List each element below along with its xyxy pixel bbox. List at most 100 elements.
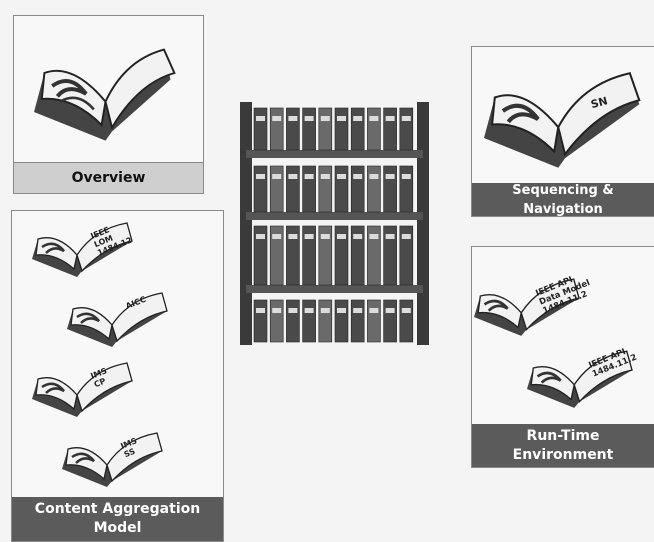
shelf-book xyxy=(399,107,414,151)
shelf-book xyxy=(334,225,349,286)
shelf-book xyxy=(253,299,268,343)
shelf-book xyxy=(302,299,316,343)
shelf-book-label xyxy=(337,234,346,239)
sequencing-navigation-panel[interactable]: SN Sequencing & Navigation xyxy=(471,46,654,217)
shelf-book-label xyxy=(353,116,363,121)
shelf-book-label xyxy=(304,308,314,313)
sn-book-text: SN xyxy=(589,94,609,111)
shelf-book-label xyxy=(288,308,298,313)
shelf-book xyxy=(286,107,300,151)
shelf-book-label xyxy=(272,116,282,121)
shelf-book-label xyxy=(385,116,395,121)
shelf-book xyxy=(399,165,414,213)
shelf-book xyxy=(302,107,316,151)
shelf-book xyxy=(253,165,268,213)
shelf-book-label xyxy=(256,308,265,313)
shelf-book xyxy=(350,225,365,286)
shelf-book-label xyxy=(320,116,330,121)
shelf-book-label xyxy=(369,174,379,179)
shelf-book-label xyxy=(385,174,395,179)
shelf-book xyxy=(350,165,365,213)
shelf-book xyxy=(383,165,397,213)
shelf-book-label xyxy=(369,234,379,239)
shelf-book xyxy=(399,299,414,343)
shelf-book xyxy=(399,225,414,286)
shelf-book-label xyxy=(401,116,411,121)
shelf-book xyxy=(269,165,284,213)
shelf-book xyxy=(334,165,349,213)
shelf-book-label xyxy=(401,174,411,179)
shelf-book xyxy=(383,299,397,343)
shelf-book-label xyxy=(272,174,282,179)
shelf-book-label xyxy=(256,174,265,179)
overview-label: Overview xyxy=(14,162,203,193)
shelf-book xyxy=(269,107,284,151)
shelf-book xyxy=(383,225,397,286)
shelf-book xyxy=(253,107,268,151)
shelf-book xyxy=(286,299,300,343)
shelf-book-label xyxy=(288,116,298,121)
shelf-book-label xyxy=(256,234,265,239)
shelf-book-label xyxy=(353,174,363,179)
shelf-book-label xyxy=(320,234,330,239)
sequencing-navigation-label: Sequencing & Navigation xyxy=(472,183,654,216)
shelf-book xyxy=(367,225,381,286)
shelf-books xyxy=(253,107,414,343)
shelf-book xyxy=(367,107,381,151)
shelf-book xyxy=(286,225,300,286)
shelf-book-label xyxy=(320,308,330,313)
shelf-book-label xyxy=(337,174,346,179)
shelf-book xyxy=(350,107,365,151)
shelf-book xyxy=(302,225,316,286)
content-aggregation-label: Content Aggregation Model xyxy=(12,497,223,541)
book-icon: AICC xyxy=(67,292,168,347)
shelf-book xyxy=(269,225,284,286)
shelf-book xyxy=(334,299,349,343)
shelf-book-label xyxy=(353,308,363,313)
shelf-book xyxy=(318,165,333,213)
shelf-book xyxy=(334,107,349,151)
shelf-book xyxy=(367,299,381,343)
shelf-book-label xyxy=(337,116,346,121)
shelf-book-label xyxy=(304,174,314,179)
shelf-book xyxy=(318,225,333,286)
overview-book-icon xyxy=(34,48,176,141)
shelf-book xyxy=(286,165,300,213)
shelf-book xyxy=(350,299,365,343)
run-time-environment-label: Run-Time Environment xyxy=(472,424,654,467)
shelf-book xyxy=(318,299,333,343)
shelf-book xyxy=(383,107,397,151)
shelf-book xyxy=(367,165,381,213)
shelf-book-label xyxy=(288,174,298,179)
shelf-book-label xyxy=(369,116,379,121)
shelf-book-label xyxy=(401,234,411,239)
shelf-book-label xyxy=(304,234,314,239)
shelf-book-label xyxy=(385,308,395,313)
overview-panel[interactable]: Overview xyxy=(13,15,204,194)
shelf-book-label xyxy=(272,234,282,239)
shelf-book-label xyxy=(401,308,411,313)
shelf-book xyxy=(253,225,268,286)
shelf-book-label xyxy=(369,308,379,313)
shelf-book-label xyxy=(288,234,298,239)
book-text: CP xyxy=(93,376,107,389)
shelf-book xyxy=(302,165,316,213)
book-text: SS xyxy=(123,447,137,460)
shelf-book-label xyxy=(385,234,395,239)
shelf-book-label xyxy=(337,308,346,313)
shelf-book-label xyxy=(320,174,330,179)
sn-book-icon: SN xyxy=(484,72,641,168)
shelf-book-label xyxy=(256,116,265,121)
shelf-book xyxy=(318,107,333,151)
shelf-book-label xyxy=(353,234,363,239)
shelf-book-label xyxy=(272,308,282,313)
